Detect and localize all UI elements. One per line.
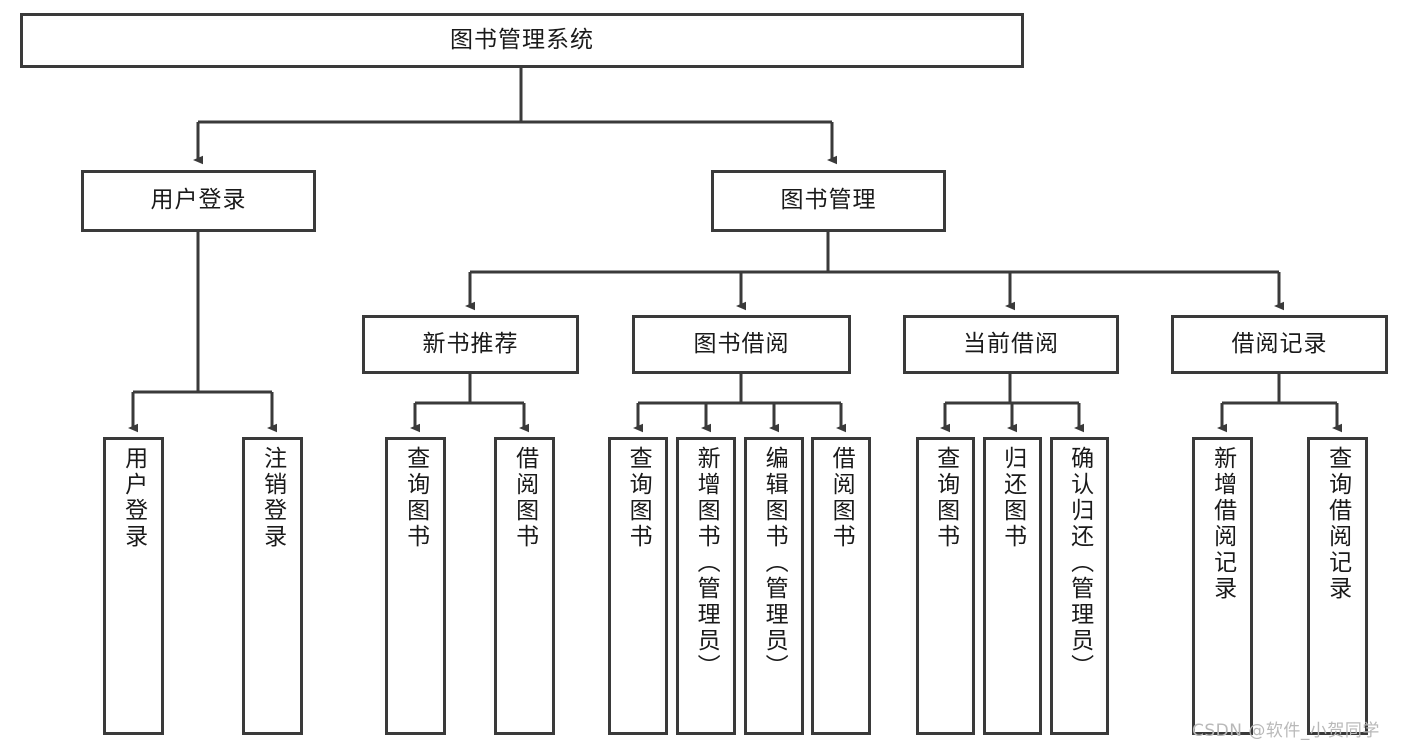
node-label: 借阅图书 [511,446,538,550]
node-label: 编辑图书（管理员） [761,446,788,680]
leaf-current-query-book[interactable]: 查询图书 [916,437,975,735]
node-label: 确认归还（管理员） [1066,446,1093,680]
node-label: 图书管理 [780,187,877,214]
node-new-book-recommend[interactable]: 新书推荐 [362,315,579,374]
node-borrow-records[interactable]: 借阅记录 [1171,315,1388,374]
leaf-borrow-edit-book-admin[interactable]: 编辑图书（管理员） [744,437,804,735]
leaf-borrow-query-book[interactable]: 查询图书 [608,437,668,735]
leaf-user-login-login[interactable]: 用户登录 [103,437,164,735]
node-label: 注销登录 [259,446,286,550]
node-book-borrow[interactable]: 图书借阅 [632,315,851,374]
leaf-user-login-logout[interactable]: 注销登录 [242,437,303,735]
node-root-system[interactable]: 图书管理系统 [20,13,1024,68]
node-label: 借阅图书 [828,446,855,550]
node-label: 用户登录 [120,446,147,550]
node-label: 当前借阅 [963,330,1059,357]
node-label: 图书借阅 [693,330,790,357]
leaf-current-confirm-return-admin[interactable]: 确认归还（管理员） [1050,437,1109,735]
node-label: 用户登录 [150,187,247,214]
node-label: 查询图书 [932,446,959,550]
node-label: 新书推荐 [422,330,519,357]
node-label: 新增图书（管理员） [693,446,720,680]
node-label: 查询图书 [402,446,429,550]
node-label: 归还图书 [999,446,1026,550]
leaf-recommend-borrow-book[interactable]: 借阅图书 [494,437,555,735]
watermark-text: CSDN @软件_小贺同学 [1192,721,1380,741]
leaf-borrow-add-book-admin[interactable]: 新增图书（管理员） [676,437,736,735]
node-label: 借阅记录 [1231,330,1328,357]
node-book-management[interactable]: 图书管理 [711,170,946,232]
leaf-current-return-book[interactable]: 归还图书 [983,437,1042,735]
leaf-records-query-record[interactable]: 查询借阅记录 [1307,437,1368,735]
node-current-borrow[interactable]: 当前借阅 [903,315,1119,374]
leaf-recommend-query-book[interactable]: 查询图书 [385,437,446,735]
leaf-borrow-borrow-book[interactable]: 借阅图书 [811,437,871,735]
node-user-login[interactable]: 用户登录 [81,170,316,232]
node-label: 新增借阅记录 [1209,446,1236,602]
node-label: 查询图书 [625,446,652,550]
node-label: 查询借阅记录 [1324,446,1351,602]
node-label: 图书管理系统 [450,26,594,53]
leaf-records-add-record[interactable]: 新增借阅记录 [1192,437,1253,735]
